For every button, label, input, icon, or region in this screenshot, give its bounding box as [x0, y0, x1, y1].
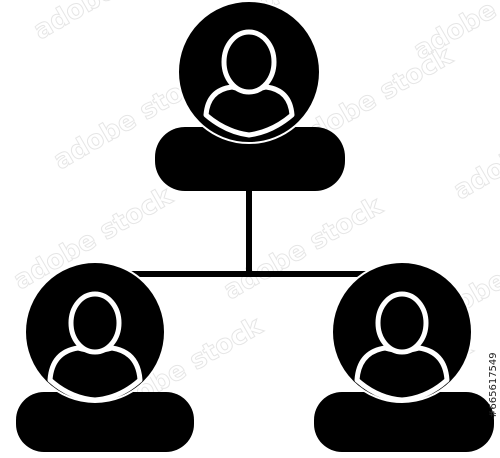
bottom-left-base — [16, 392, 194, 452]
bottom-left-person-icon — [47, 345, 143, 403]
top-head-icon — [221, 29, 277, 95]
top-person-icon — [203, 84, 295, 138]
bottom-right-head-icon — [375, 291, 429, 355]
stock-id-label: #665617549 — [486, 300, 500, 420]
bottom-right-base — [314, 392, 494, 452]
stock-id-text: #665617549 — [488, 352, 499, 418]
bottom-left-head-icon — [68, 291, 122, 355]
top-person-node — [155, 0, 345, 191]
top-base — [155, 127, 345, 191]
connector-lines — [130, 185, 370, 277]
bottom-left-person-node — [16, 261, 194, 452]
vertical-connector — [246, 185, 252, 277]
bottom-right-person-node — [314, 261, 494, 452]
horizontal-connector — [130, 271, 370, 277]
bottom-right-person-icon — [354, 345, 450, 403]
